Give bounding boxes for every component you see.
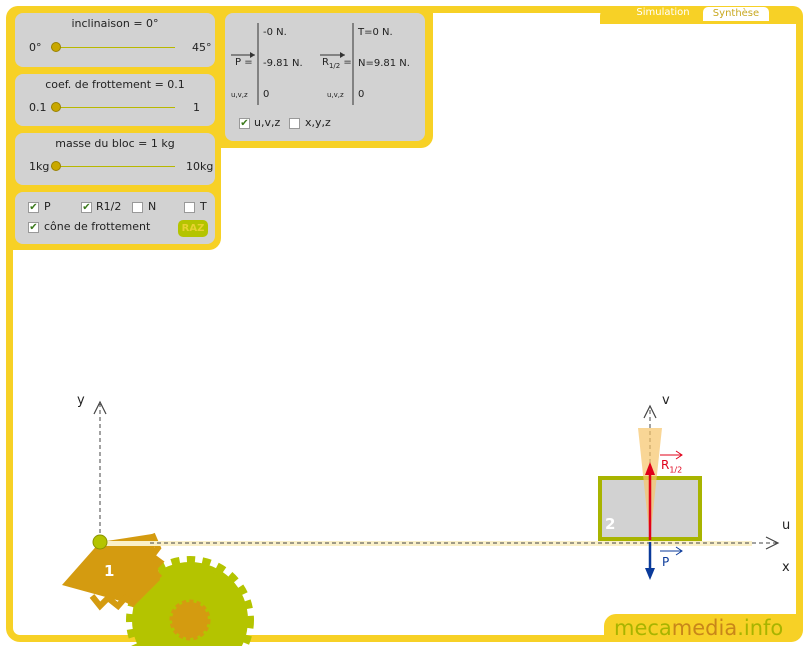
- n-checkbox[interactable]: [132, 202, 143, 213]
- p-checkbox[interactable]: ✔: [28, 202, 39, 213]
- r-vector-name: R1/2 =: [322, 57, 352, 70]
- r-t-value: T=0 N.: [358, 27, 393, 38]
- tab-simulation[interactable]: Simulation: [628, 6, 698, 20]
- uvz-label: u,v,z: [254, 116, 281, 129]
- forces-card: P = u,v,z -0 N. -9.81 N. 0 R1/2 = u,v,z …: [225, 13, 425, 141]
- options-card: ✔ P ✔ R1/2 N T ✔ cône de frottement RAZ: [15, 192, 215, 244]
- xyz-checkbox[interactable]: [289, 118, 300, 129]
- pivot-point[interactable]: [92, 534, 108, 550]
- tab-synthese[interactable]: Synthèse: [702, 6, 770, 21]
- y-axis-label: y: [77, 393, 85, 408]
- inclinaison-slider-knob[interactable]: [51, 42, 61, 52]
- frottement-slider-knob[interactable]: [51, 102, 61, 112]
- frottement-min: 0.1: [29, 101, 47, 114]
- raz-button[interactable]: RAZ: [178, 220, 208, 237]
- p-y-value: -9.81 N.: [263, 58, 303, 69]
- cone-label: cône de frottement: [44, 220, 151, 233]
- inclinaison-min: 0°: [29, 41, 42, 54]
- forces-brackets: [231, 23, 354, 105]
- u-axis-label: u: [782, 518, 791, 533]
- r12-label: R1/2: [96, 200, 122, 213]
- p-label: P: [44, 200, 51, 213]
- frottement-title: coef. de frottement = 0.1: [45, 78, 185, 91]
- r12-label-arrowhead: [675, 450, 683, 460]
- r-basis-label: u,v,z: [327, 91, 344, 99]
- n-label: N: [148, 200, 157, 213]
- xyz-label: x,y,z: [305, 116, 331, 129]
- r-vector-symbol: R: [322, 57, 329, 68]
- r12-force-sub: 1/2: [669, 465, 683, 475]
- cone-checkbox[interactable]: ✔: [28, 222, 39, 233]
- p-label-arrowhead: [675, 546, 683, 556]
- r-z-value: 0: [358, 89, 365, 100]
- r12-checkbox[interactable]: ✔: [81, 202, 92, 213]
- p-force-arrowhead: [645, 568, 655, 580]
- r12-force-symbol: R: [661, 458, 670, 472]
- p-force-label: P: [662, 555, 670, 569]
- y-axis-arrowhead: [93, 400, 107, 415]
- brand-part2: media: [671, 616, 738, 640]
- green-gear: [126, 556, 254, 646]
- p-z-value: 0: [263, 89, 270, 100]
- frottement-card: coef. de frottement = 0.1 0.1 1: [15, 74, 215, 126]
- p-basis-label: u,v,z: [231, 91, 248, 99]
- masse-title: masse du bloc = 1 kg: [55, 137, 175, 150]
- masse-max: 10kg: [186, 160, 214, 173]
- frottement-track[interactable]: [51, 107, 175, 108]
- masse-track[interactable]: [51, 166, 175, 167]
- r12-force-label: R1/2: [661, 458, 682, 474]
- r12-force-arrowhead: [645, 462, 655, 475]
- v-axis-arrowhead: [643, 404, 657, 419]
- inclinaison-card: inclinaison = 0° 0° 45°: [15, 13, 215, 67]
- brand-bar: [604, 614, 803, 642]
- p-vector-symbol: P: [235, 57, 242, 68]
- r-vector-sub: 1/2: [328, 62, 341, 70]
- x-axis-label: x: [782, 560, 790, 575]
- block-label: 2: [605, 515, 616, 533]
- inclinaison-track[interactable]: [51, 47, 175, 48]
- brand-logo[interactable]: mecamedia.info: [614, 616, 783, 640]
- gear-label: 1: [104, 562, 115, 580]
- masse-slider-knob[interactable]: [51, 161, 61, 171]
- brand-part1: meca: [614, 616, 672, 640]
- masse-card: masse du bloc = 1 kg 1kg 10kg: [15, 133, 215, 185]
- p-vector-name: P =: [235, 57, 253, 68]
- uvz-checkbox[interactable]: ✔: [239, 118, 250, 129]
- brand-part3: .info: [737, 616, 784, 640]
- t-label: T: [200, 200, 207, 213]
- inclinaison-max: 45°: [192, 41, 212, 54]
- t-checkbox[interactable]: [184, 202, 195, 213]
- masse-min: 1kg: [29, 160, 50, 173]
- r-n-value: N=9.81 N.: [358, 58, 410, 69]
- u-axis-arrowhead: [765, 536, 780, 550]
- p-x-value: -0 N.: [263, 27, 287, 38]
- v-axis-label: v: [662, 393, 670, 408]
- inclinaison-title: inclinaison = 0°: [71, 17, 159, 30]
- frottement-max: 1: [193, 101, 200, 114]
